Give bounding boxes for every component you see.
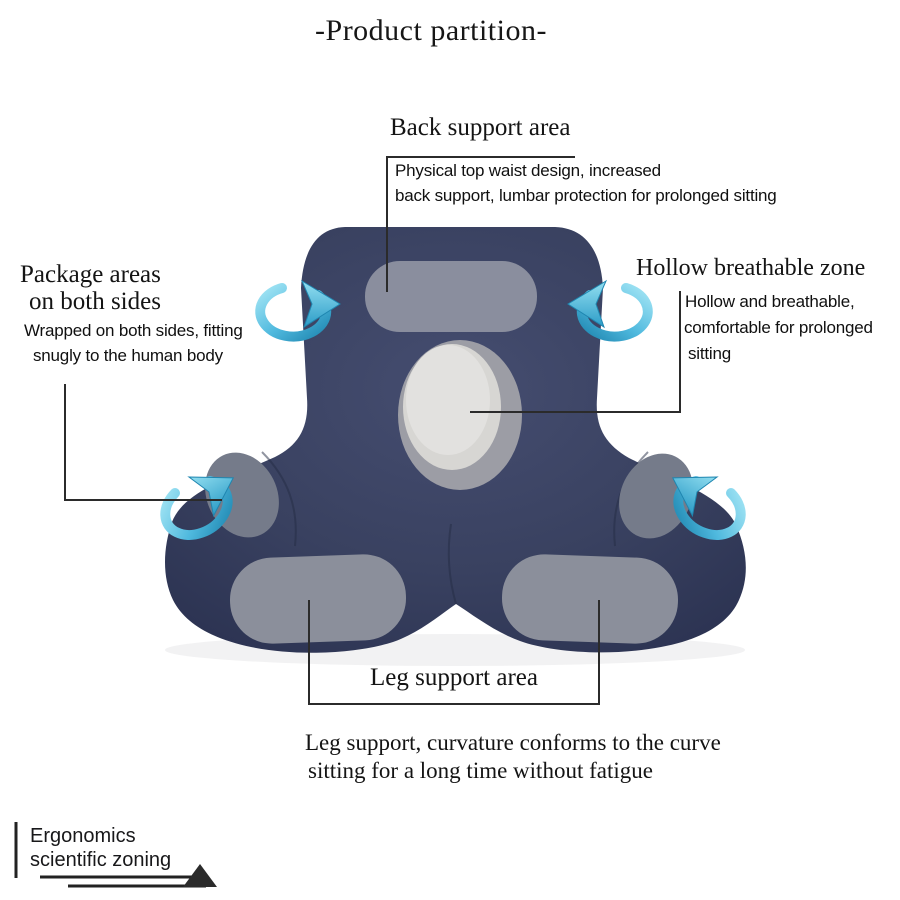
cushion-seam-center	[447, 523, 457, 605]
back-support-zone	[365, 261, 537, 332]
cushion-seam-left	[261, 451, 297, 547]
leg-support-zone-left	[229, 554, 407, 644]
callout-line-hollow	[470, 291, 681, 413]
package-areas-title-line2: on both sides	[29, 288, 161, 315]
back-support-desc-line1: Physical top waist design, increased	[395, 161, 661, 180]
callout-line-back-support	[386, 156, 575, 292]
footer-tagline-line1: Ergonomics	[30, 825, 136, 847]
leg-support-zone-right	[501, 554, 679, 644]
callout-line-package	[64, 384, 222, 501]
back-support-title: Back support area	[390, 114, 571, 141]
leg-support-title: Leg support area	[370, 664, 538, 691]
footer-tagline-line2: scientific zoning	[30, 849, 172, 871]
hollow-zone-desc-line1: Hollow and breathable,	[685, 292, 855, 311]
leg-support-desc-line2: sitting for a long time without fatigue	[308, 758, 653, 783]
page-title: -Product partition-	[315, 14, 547, 47]
package-zone-right	[619, 453, 693, 539]
back-support-desc-line2: back support, lumbar protection for prol…	[395, 186, 777, 205]
callout-bracket-leg	[308, 600, 600, 705]
package-areas-desc-line2: snugly to the human body	[33, 346, 223, 365]
hollow-zone-desc-line3: sitting	[688, 344, 732, 363]
package-areas-title-line1: Package areas	[20, 261, 161, 288]
leg-support-desc-line1: Leg support, curvature conforms to the c…	[305, 730, 721, 755]
hollow-zone-desc-line2: comfortable for prolonged	[684, 318, 873, 337]
hollow-zone-title: Hollow breathable zone	[636, 255, 866, 281]
hollow-zone-highlight	[406, 345, 490, 455]
footer-arrow-triangle-icon	[183, 864, 217, 887]
package-areas-desc-line1: Wrapped on both sides, fitting	[24, 321, 243, 340]
